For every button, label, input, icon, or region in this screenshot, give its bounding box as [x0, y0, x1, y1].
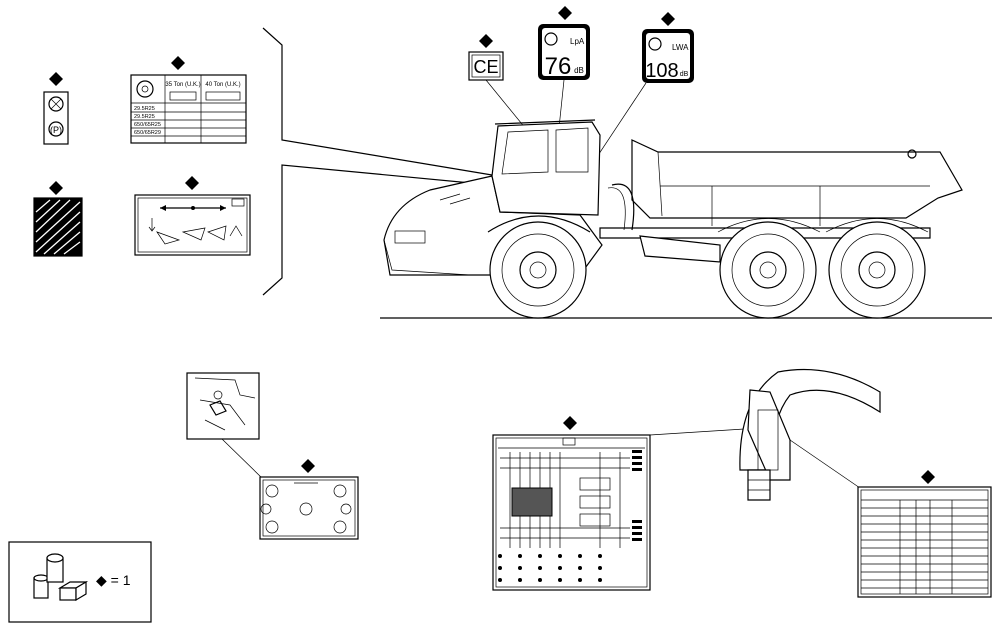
load-table-decal: 35 Ton (U.K.) 40 Ton (U.K.) 29.5R25 29.5… [130, 74, 247, 144]
lpa-value: 76 [545, 53, 572, 80]
engine-detail [186, 372, 260, 440]
ce-mark: CE [473, 57, 498, 77]
table-row-2: 29.5R25 [134, 114, 155, 120]
middle-wheel [719, 221, 817, 319]
table-header-2: 40 Ton (U.K.) [205, 82, 240, 88]
hatched-decal [33, 197, 83, 257]
diamond-icon [49, 181, 63, 195]
diamond-icon [49, 72, 63, 86]
legend-box: ◆ = 1 [8, 541, 152, 623]
park-brake-decal: (P) [43, 91, 69, 145]
dump-truck [380, 119, 992, 319]
diamond-icon [921, 470, 935, 484]
table-header-1: 35 Ton (U.K.) [165, 82, 200, 88]
table-row-1: 29.5R25 [134, 106, 155, 112]
park-symbol: (P) [50, 125, 62, 135]
lpa-decal: LpA 76 dB [538, 24, 590, 80]
lwa-label: LWA [672, 43, 689, 52]
lwa-value: 108 [645, 60, 678, 82]
front-wheel [489, 221, 587, 319]
table-row-3: 650/65R25 [134, 122, 161, 128]
dump-body-decal [134, 194, 251, 256]
lwa-decal: LWA 108 dB [642, 29, 694, 83]
diamond-markers [49, 6, 935, 484]
table-row-4: 650/65R29 [134, 130, 161, 136]
diamond-icon [479, 34, 493, 48]
lpa-label: LpA [570, 37, 585, 46]
fender-assembly [739, 368, 881, 501]
diamond-icon [563, 416, 577, 430]
diamond-icon [185, 176, 199, 190]
ce-decal: CE [468, 51, 504, 81]
lwa-unit: dB [680, 71, 689, 78]
parts-icon [33, 553, 89, 602]
rear-wheel [828, 221, 926, 319]
diamond-icon [171, 56, 185, 70]
maintenance-chart-decal [857, 486, 992, 598]
diamond-icon [301, 459, 315, 473]
legend-text: ◆ = 1 [96, 572, 131, 588]
lube-point-decal [259, 476, 359, 540]
diamond-icon [661, 12, 675, 26]
schematic-decal [492, 434, 651, 591]
lpa-unit: dB [574, 66, 584, 75]
diamond-icon [558, 6, 572, 20]
